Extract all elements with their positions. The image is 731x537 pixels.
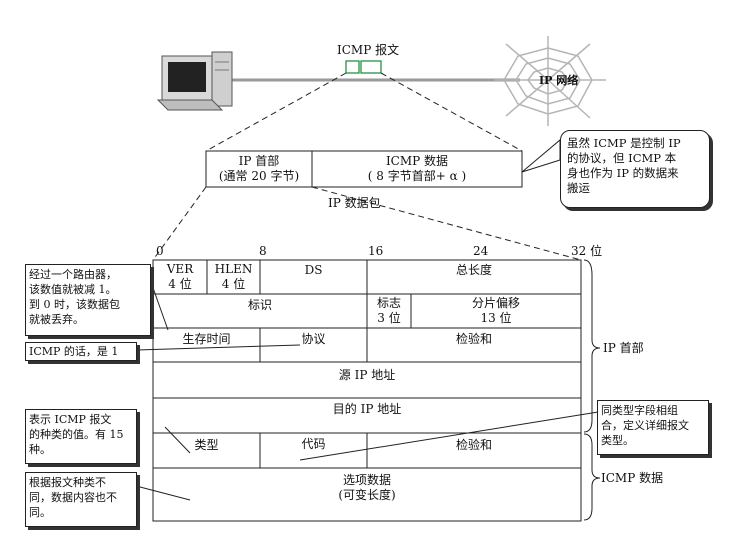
icmp-message-label: ICMP 报文 (337, 43, 400, 57)
identification-field: 标识 (247, 297, 272, 312)
packet-data-box (360, 60, 382, 74)
ttl-field: 生存时间 (182, 331, 231, 346)
data-note: 根据报文种类不 同，数据内容也不 同。 (25, 472, 137, 527)
source-ip-field: 源 IP 地址 (338, 367, 396, 382)
header-checksum-field: 检验和 (455, 331, 492, 346)
protocol-note: ICMP 的话，是 1 (25, 342, 137, 361)
bit-24-label: 24 (473, 244, 489, 258)
expand-line-right (380, 72, 523, 152)
type-note: 表示 ICMP 报文 的种类的值。有 15 种。 (25, 409, 137, 464)
options-data-field: 选项数据(可变长度) (338, 473, 396, 502)
ip-datagram-caption: IP 数据包 (328, 196, 381, 210)
icmp-type-field: 类型 (194, 437, 219, 452)
protocol-field: 协议 (301, 331, 326, 346)
callout-pointer (521, 138, 561, 173)
icmp-transport-callout: 虽然 ICMP 是控制 IP 的协议，但 ICMP 本 身也作为 IP 的数据来… (560, 130, 710, 208)
ttl-note: 经过一个路由器， 该数值就被减 1。 到 0 时，该数据包 就被丢弃。 (25, 264, 151, 336)
bit-32-label: 32 位 (571, 244, 603, 258)
ip-datagram-box (205, 150, 523, 188)
expand-line-header-left (152, 186, 207, 261)
icmp-data-bracket-label: ICMP 数据 (601, 471, 664, 485)
bit-0-label: 0 (156, 244, 164, 258)
destination-ip-field: 目的 IP 地址 (332, 401, 402, 416)
expand-line-header-right (311, 186, 582, 261)
ip-header-bracket (583, 259, 601, 433)
note-pointer-lines (136, 284, 599, 501)
ip-header-segment: IP 首部 (通常 20 字节) (218, 154, 300, 183)
code-note: 同类型字段相组 合，定义详细报文 类型。 (597, 400, 709, 455)
icmp-checksum-field: 检验和 (455, 437, 492, 452)
header-table-grid (152, 259, 582, 522)
ip-network-label: IP 网络 (539, 74, 579, 87)
icmp-data-segment: ICMP 数据 ( 8 字节首部+ α ) (367, 154, 467, 183)
ds-field: DS (304, 262, 323, 277)
packet-header-box (345, 60, 360, 74)
ip-header-bracket-label: IP 首部 (603, 341, 644, 355)
bit-16-label: 16 (368, 244, 384, 258)
bit-8-label: 8 (259, 244, 267, 258)
computer-icon (156, 51, 233, 111)
total-length-field: 总长度 (455, 262, 492, 277)
expand-line-left (205, 72, 347, 152)
web-icon (494, 36, 606, 126)
icmp-code-field: 代码 (301, 436, 326, 451)
icmp-data-bracket (583, 433, 601, 521)
